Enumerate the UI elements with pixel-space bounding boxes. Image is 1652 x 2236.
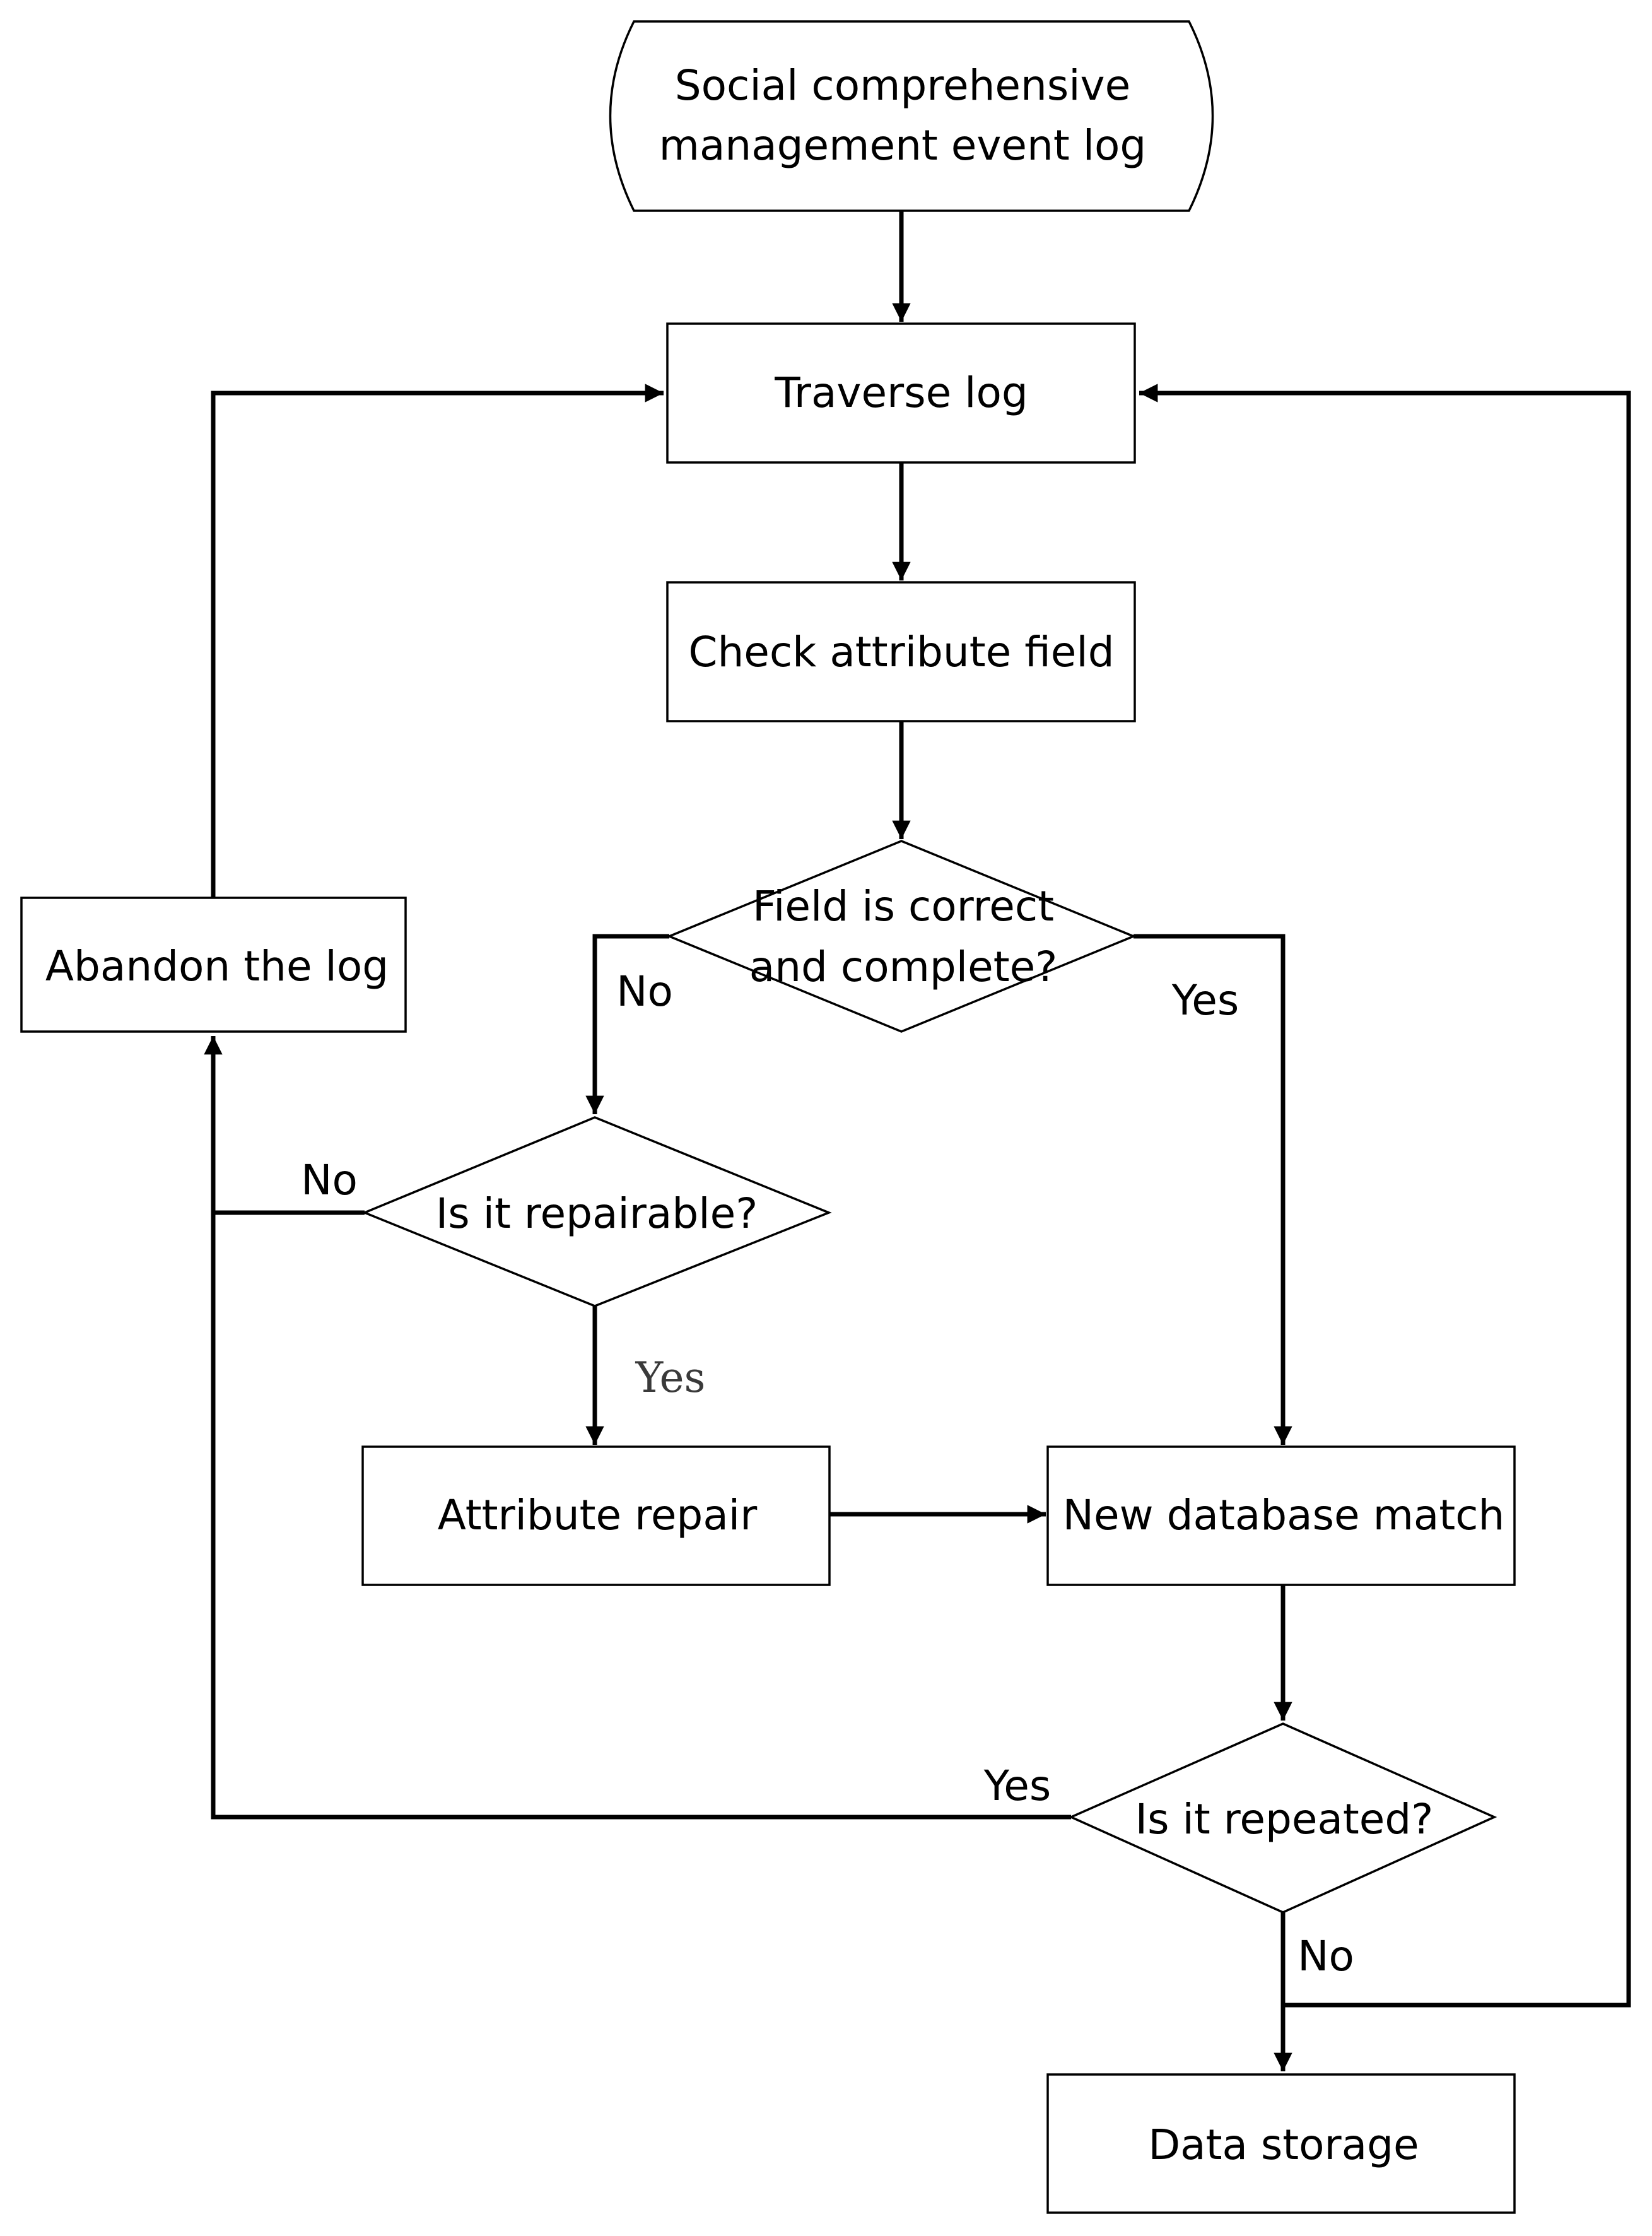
attribute-repair-node: Attribute repair [361, 1445, 831, 1586]
data-storage-label: Data storage [1148, 2121, 1419, 2169]
repairable-yes-label: Yes [635, 1353, 706, 1402]
event-log-label-1: Social comprehensive [675, 61, 1130, 110]
field-correct-label-1: Field is correct [753, 882, 1054, 931]
new-database-match-label: New database match [1063, 1491, 1505, 1539]
event-log-node: Social comprehensive management event lo… [609, 20, 1214, 212]
edge-loop-traverse [1139, 384, 1631, 2008]
field-correct-label-2: and complete? [749, 943, 1057, 991]
is-repairable-label: Is it repairable? [436, 1189, 758, 1238]
data-storage-node: Data storage [1046, 2073, 1516, 2214]
field-yes-label: Yes [1171, 976, 1239, 1025]
edge-abandon-traverse [211, 384, 664, 898]
field-correct-decision: Field is correct and complete? [666, 840, 1137, 1033]
traverse-log-node: Traverse log [666, 322, 1136, 464]
check-attribute-node: Check attribute field [666, 581, 1136, 722]
repeated-yes-label: Yes [983, 1762, 1052, 1810]
event-log-label-2: management event log [659, 121, 1147, 170]
abandon-log-node: Abandon the log [20, 897, 407, 1033]
edge-field-no [585, 934, 669, 1114]
edge-repeated-yes [211, 1213, 1071, 1820]
field-no-label: No [616, 967, 673, 1016]
is-repeated-decision: Is it repeated? [1068, 1722, 1497, 1914]
attribute-repair-label: Attribute repair [438, 1491, 758, 1539]
edge-field-yes [1134, 934, 1292, 1445]
traverse-log-label: Traverse log [774, 368, 1028, 417]
is-repairable-decision: Is it repairable? [361, 1116, 832, 1307]
check-attribute-label: Check attribute field [688, 628, 1114, 676]
is-repeated-label: Is it repeated? [1135, 1795, 1434, 1844]
repairable-no-label: No [301, 1156, 358, 1204]
abandon-log-label: Abandon the log [45, 942, 389, 991]
new-database-match-node: New database match [1046, 1445, 1516, 1586]
repeated-no-label: No [1298, 1932, 1354, 1980]
